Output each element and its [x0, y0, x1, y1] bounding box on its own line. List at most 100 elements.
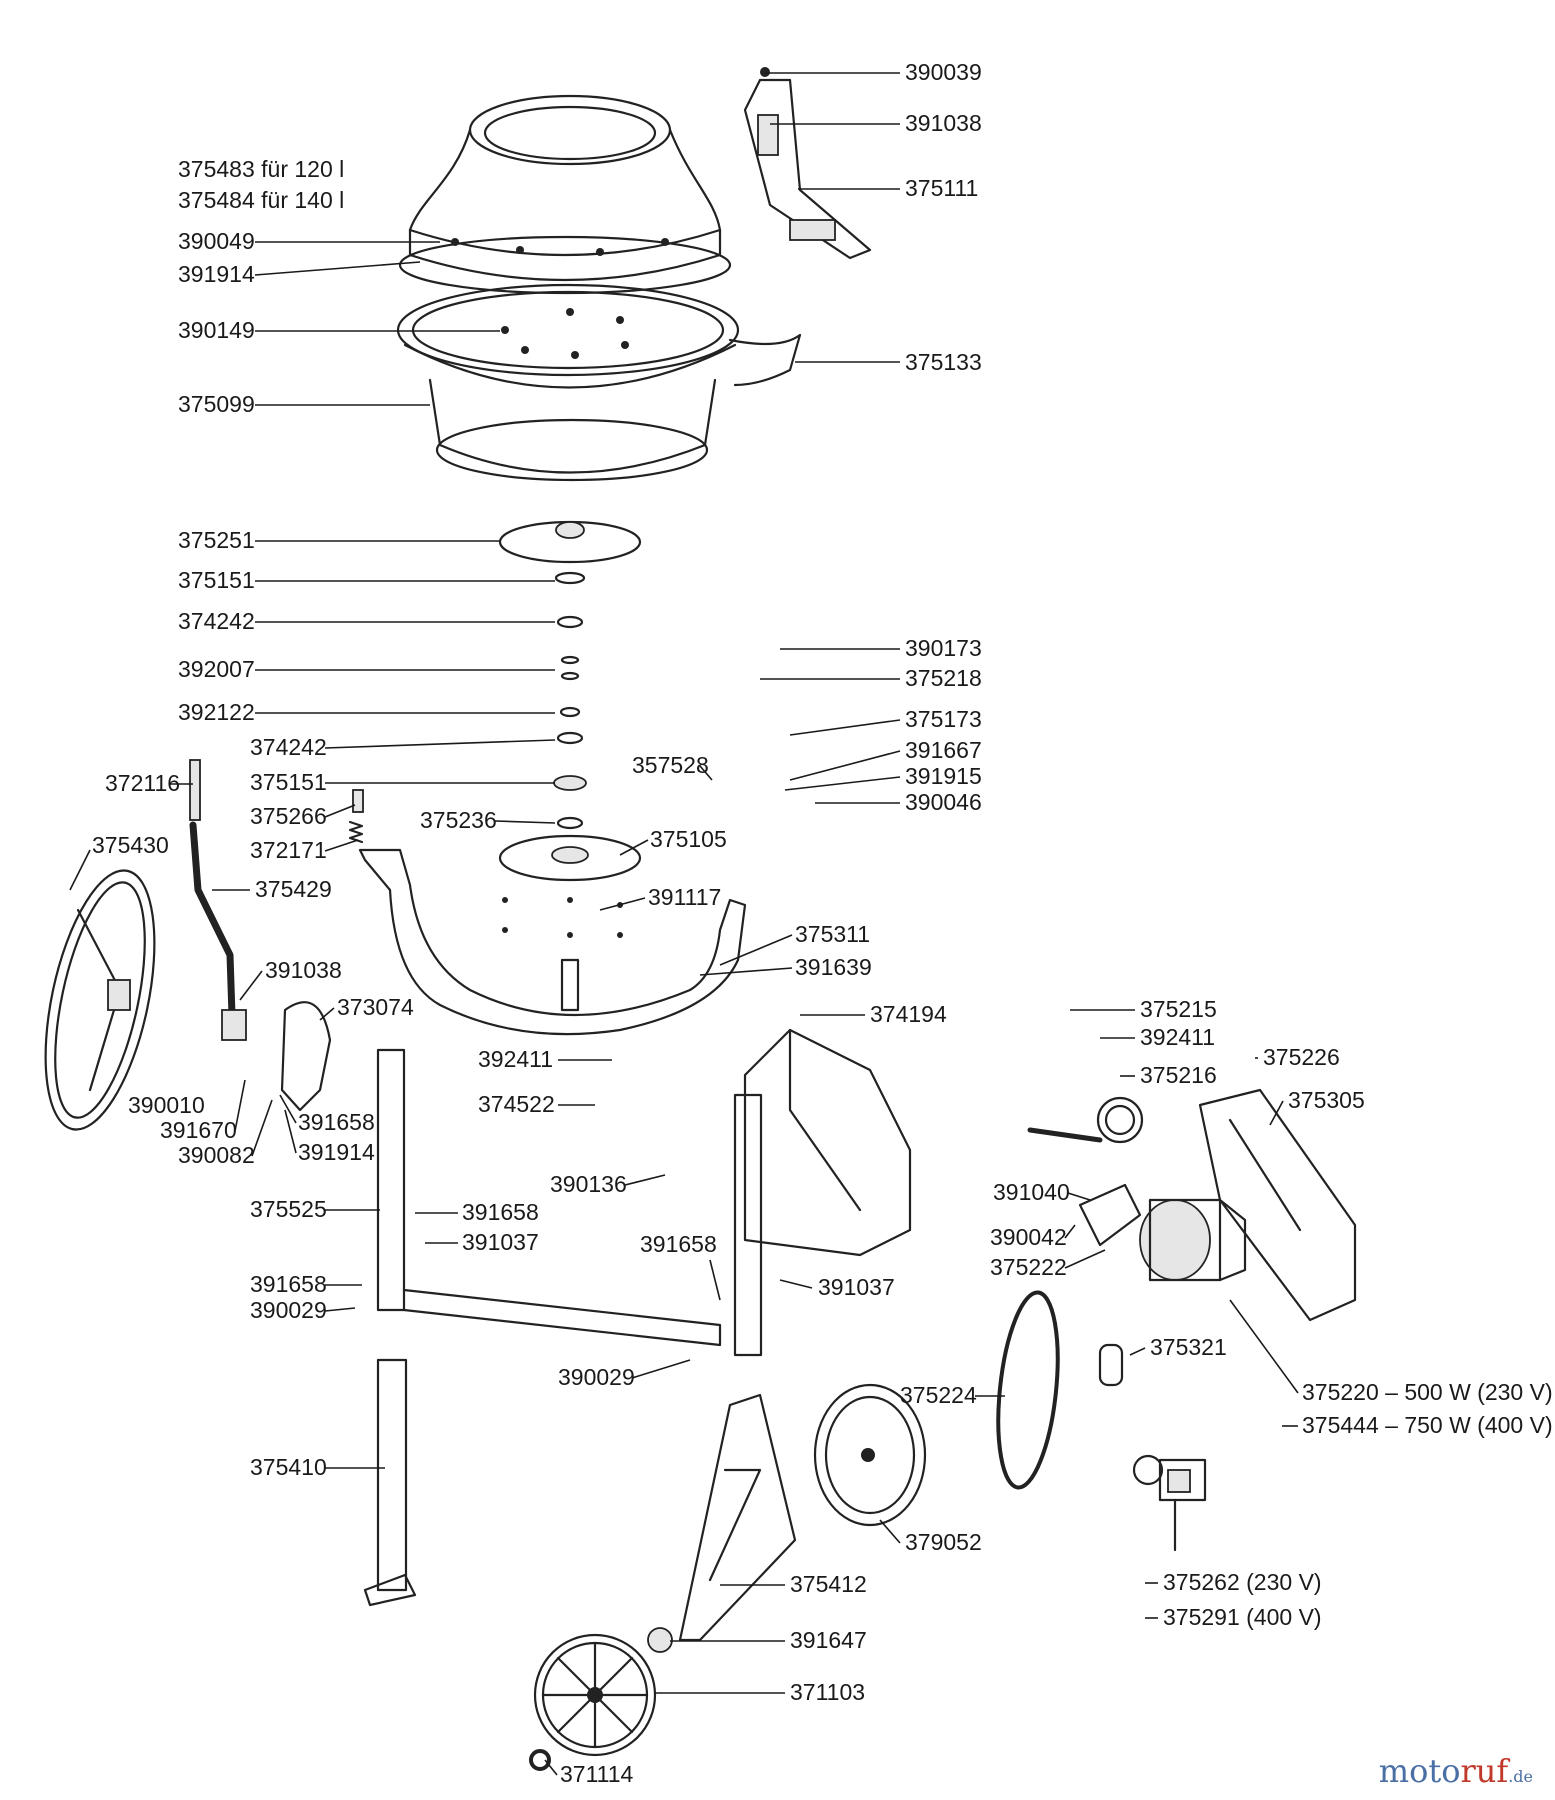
part-label-l67: 390042 [990, 1224, 1067, 1250]
leader-line-l18 [324, 804, 356, 818]
tilt-lever [189, 759, 247, 1041]
pulley [813, 1383, 927, 1527]
part-label-l62: 392411 [1140, 1024, 1215, 1050]
part-label-l3: 375111 [905, 175, 978, 201]
stand-frame [363, 1048, 763, 1607]
part-label-l18: 375266 [250, 803, 327, 829]
part-label-l66: 391040 [993, 1179, 1070, 1205]
leader-line-l67 [1064, 1224, 1076, 1239]
part-label-l72: 375262 (230 V) [1163, 1569, 1322, 1595]
part-label-l20: 375236 [420, 807, 497, 833]
part-label-l13: 374242 [178, 608, 255, 634]
leader-line-l26 [719, 934, 793, 966]
part-label-l23: 375430 [92, 832, 169, 858]
part-label-l26: 375311 [795, 921, 870, 947]
part-label-l61: 375215 [1140, 996, 1217, 1022]
leader-line-l57 [699, 765, 713, 781]
leader-line-l52 [879, 1519, 901, 1544]
handwheel [44, 869, 156, 1131]
leader-line-l29 [319, 1007, 335, 1021]
part-label-l65: 375305 [1288, 1087, 1365, 1113]
leader-line-l37 [251, 1099, 273, 1157]
part-label-l56: 375173 [905, 706, 982, 732]
leader-line-l35 [279, 1094, 297, 1124]
leader-line-l23 [69, 849, 91, 891]
leader-line-l43 [779, 1279, 813, 1289]
leader-line-l25 [599, 897, 646, 911]
leader-line-l69 [1129, 1347, 1146, 1356]
drum-yoke [358, 848, 747, 1036]
leader-line-l39 [624, 1174, 666, 1186]
part-label-l68: 375222 [990, 1254, 1067, 1280]
part-label-l48: 375412 [790, 1571, 867, 1597]
leader-line-l51 [544, 1759, 558, 1776]
part-label-l1: 390039 [905, 59, 982, 85]
part-label-l6: 390049 [178, 228, 255, 254]
part-label-l30: 374194 [870, 1001, 947, 1027]
part-label-l57: 357528 [632, 752, 709, 778]
part-label-l14: 392007 [178, 656, 255, 682]
part-label-l55: 375218 [905, 665, 982, 691]
part-label-l35: 391658 [298, 1109, 375, 1135]
part-label-l43: 391037 [818, 1274, 895, 1300]
part-label-l22: 372116 [105, 770, 180, 796]
part-label-l47: 375410 [250, 1454, 327, 1480]
leader-line-l56 [789, 719, 901, 736]
part-label-l4: 375483 für 120 l [178, 156, 344, 182]
part-label-l16: 374242 [250, 734, 327, 760]
part-label-l24: 375429 [255, 876, 332, 902]
part-label-l50: 371103 [790, 1679, 865, 1705]
leader-line-l59 [784, 776, 901, 791]
part-label-l39: 390136 [550, 1171, 627, 1197]
part-label-l28: 391038 [265, 957, 342, 983]
part-label-l60: 390046 [905, 789, 982, 815]
part-label-l63: 375216 [1140, 1062, 1217, 1088]
part-label-l54: 390173 [905, 635, 982, 661]
part-label-l10: 375099 [178, 391, 255, 417]
part-label-l38: 375525 [250, 1196, 327, 1222]
leader-line-l58 [789, 750, 901, 781]
leader-line-l42 [709, 1259, 721, 1301]
part-label-l8: 390149 [178, 317, 255, 343]
logo-suffix: .de [1508, 1767, 1533, 1786]
part-label-l53: 375224 [900, 1382, 977, 1408]
part-label-l58: 391667 [905, 737, 982, 763]
wheel-leg [678, 1393, 797, 1642]
leader-line-l19 [324, 839, 359, 852]
leader-line-l16 [324, 739, 556, 749]
leader-line-l21 [619, 839, 649, 856]
part-label-l49: 391647 [790, 1627, 867, 1653]
part-label-l15: 392122 [178, 699, 255, 725]
part-label-l71: 375444 – 750 W (400 V) [1302, 1412, 1553, 1438]
leader-line-l7 [254, 261, 421, 276]
part-label-l59: 391915 [905, 763, 982, 789]
leader-line-l34 [234, 1079, 246, 1132]
part-label-l34: 391670 [160, 1117, 237, 1143]
part-label-l32: 374522 [478, 1091, 555, 1117]
part-label-l27: 391639 [795, 954, 872, 980]
part-label-l73: 375291 (400 V) [1163, 1604, 1322, 1630]
logo-text-a: moto [1378, 1752, 1461, 1790]
part-label-l46: 390029 [558, 1364, 635, 1390]
part-label-l21: 375105 [650, 826, 727, 852]
part-label-l9: 375133 [905, 349, 982, 375]
part-label-l29: 373074 [337, 994, 414, 1020]
part-label-l69: 375321 [1150, 1334, 1227, 1360]
part-label-l37: 390082 [178, 1142, 255, 1168]
leader-line-l20 [494, 820, 556, 824]
part-label-l45: 390029 [250, 1297, 327, 1323]
part-label-l31: 392411 [478, 1046, 553, 1072]
leader-line-l27 [699, 967, 793, 976]
part-label-l17: 375151 [250, 769, 327, 795]
leader-line-l28 [239, 970, 263, 1001]
leader-line-l45 [324, 1307, 356, 1312]
part-label-l64: 375226 [1263, 1044, 1340, 1070]
leader-line-l70 [1229, 1299, 1299, 1394]
bearing-stack [498, 520, 642, 882]
logo: motoruf.de [1379, 1752, 1533, 1790]
chute-plate [743, 67, 872, 260]
motor-cover [1198, 1088, 1357, 1322]
